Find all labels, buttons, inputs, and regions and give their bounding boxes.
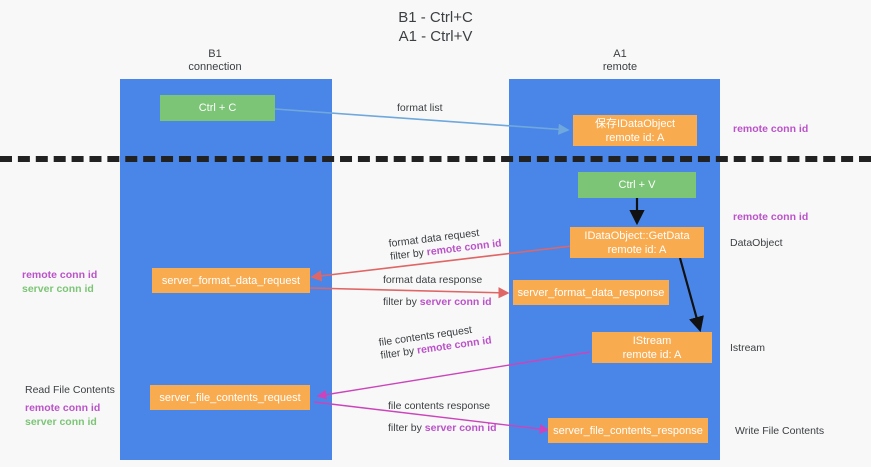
- filter-key-server-conn-id-2: server conn id: [424, 422, 497, 434]
- edge-label-format-data-response: format data response: [383, 274, 483, 286]
- node-ctrl-c[interactable]: Ctrl + C: [160, 95, 275, 121]
- phase-divider: [0, 156, 871, 162]
- node-idataobject-getdata-line1: IDataObject::GetData: [584, 229, 690, 242]
- node-ctrl-c-label: Ctrl + C: [198, 102, 237, 114]
- page-title: B1 - Ctrl+C A1 - Ctrl+V: [0, 8, 871, 46]
- node-istream-line2: remote id: A: [622, 348, 682, 361]
- lane-b1-subtitle: connection: [188, 61, 242, 73]
- node-save-idataobject[interactable]: 保存IDataObject remote id: A: [573, 115, 697, 146]
- lane-a1-subtitle: remote: [602, 61, 638, 73]
- node-save-idataobject-line2: remote id: A: [605, 131, 665, 144]
- edge-label-format-list: format list: [397, 102, 443, 114]
- node-server-format-data-response[interactable]: server_format_data_response: [513, 280, 669, 305]
- node-ctrl-v-label: Ctrl + V: [618, 179, 656, 191]
- node-server-file-contents-request[interactable]: server_file_contents_request: [150, 385, 310, 410]
- title-line-2: A1 - Ctrl+V: [398, 28, 473, 45]
- edge-label-file-contents-request-group: file contents request filter by remote c…: [378, 321, 493, 362]
- annotation-left-server-conn-id: server conn id: [22, 283, 94, 295]
- node-server-format-data-request-label: server_format_data_request: [161, 274, 301, 287]
- edge-label-format-data-response-filter: filter by server conn id: [383, 296, 492, 309]
- edge-label-format-data-request-group: format data request filter by remote con…: [388, 224, 502, 263]
- edge-label-file-contents-response-group: file contents response filter by server …: [388, 400, 497, 435]
- annotation-dataobject: DataObject: [730, 237, 783, 249]
- node-idataobject-getdata-line2: remote id: A: [607, 243, 667, 256]
- node-server-file-contents-request-label: server_file_contents_request: [159, 391, 301, 404]
- node-server-format-data-response-label: server_format_data_response: [517, 286, 665, 299]
- node-ctrl-v[interactable]: Ctrl + V: [578, 172, 696, 198]
- filter-prefix-2: filter by: [383, 296, 420, 308]
- annotation-istream: Istream: [730, 342, 766, 354]
- lane-header-a1: A1 remote: [560, 48, 680, 74]
- edge-label-format-data-response-group: format data response filter by server co…: [383, 274, 492, 309]
- annotation-write-file-contents: Write File Contents: [735, 425, 825, 437]
- node-istream-line1: IStream: [632, 334, 672, 347]
- lane-a1-title: A1: [613, 48, 627, 60]
- filter-prefix-4: filter by: [388, 422, 425, 434]
- annotation-remote-conn-id-top: remote conn id: [733, 123, 809, 135]
- node-server-format-data-request[interactable]: server_format_data_request: [152, 268, 310, 293]
- lane-b1-title: B1: [208, 48, 222, 60]
- edge-label-file-contents-response: file contents response: [388, 400, 491, 412]
- annotation-left-remote-conn-id: remote conn id: [22, 269, 98, 281]
- node-idataobject-getdata[interactable]: IDataObject::GetData remote id: A: [570, 227, 704, 258]
- title-line-1: B1 - Ctrl+C: [398, 9, 473, 26]
- lane-header-b1: B1 connection: [155, 48, 275, 74]
- edge-label-file-contents-response-filter: filter by server conn id: [388, 422, 497, 435]
- annotation-remote-conn-id-mid: remote conn id: [733, 211, 809, 223]
- filter-key-server-conn-id-1: server conn id: [419, 296, 492, 308]
- node-save-idataobject-line1: 保存IDataObject: [594, 117, 676, 130]
- node-server-file-contents-response[interactable]: server_file_contents_response: [548, 418, 708, 443]
- annotation-left-bottom-server-conn-id: server conn id: [25, 416, 97, 428]
- annotation-read-file-contents: Read File Contents: [25, 384, 115, 396]
- node-istream[interactable]: IStream remote id: A: [592, 332, 712, 363]
- node-server-file-contents-response-label: server_file_contents_response: [553, 424, 703, 437]
- annotation-left-bottom-remote-conn-id: remote conn id: [25, 402, 101, 414]
